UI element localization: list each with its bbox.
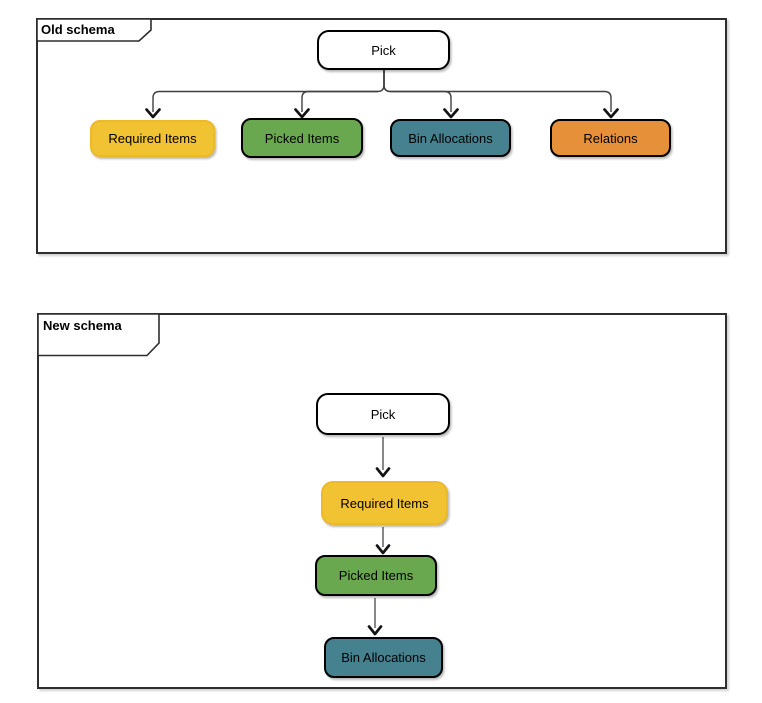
node-new-picked-items: Picked Items — [315, 555, 437, 596]
node-old-pick: Pick — [317, 30, 450, 70]
node-new-pick: Pick — [316, 393, 450, 435]
new-schema-tab-label: New schema — [43, 318, 122, 333]
node-new-bin-allocations: Bin Allocations — [324, 637, 443, 678]
old-schema-tab-label: Old schema — [41, 22, 115, 37]
node-old-picked-items: Picked Items — [241, 118, 363, 158]
node-old-bin-allocations: Bin Allocations — [390, 119, 511, 157]
node-new-required-items: Required Items — [321, 481, 448, 525]
node-old-relations: Relations — [550, 119, 671, 157]
node-old-required-items: Required Items — [90, 120, 215, 157]
